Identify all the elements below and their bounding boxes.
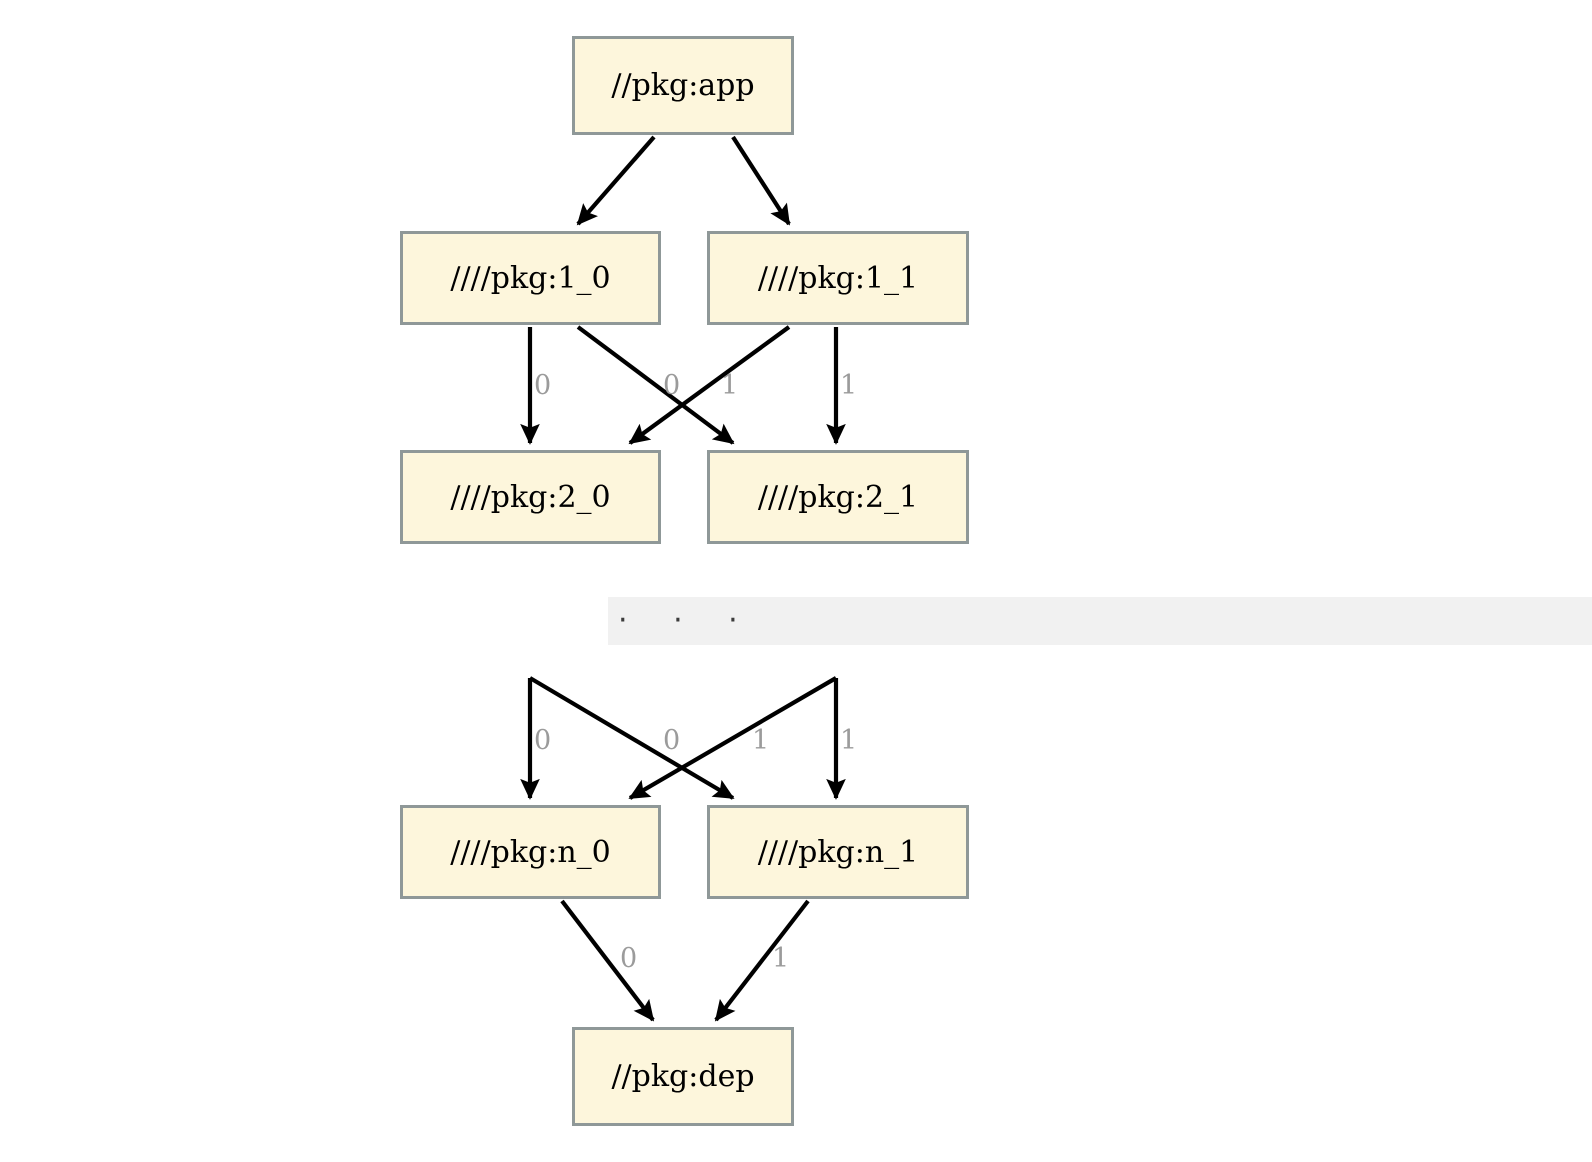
edge-app-to-1_1 [731, 135, 791, 226]
edge-label-1_1-to-2_1: 1 [840, 370, 858, 401]
node-label: //pkg:app [611, 68, 755, 103]
truncation-band: · · · [608, 597, 1592, 645]
ellipsis-dots: · · · [618, 603, 756, 638]
node-pkg-n_0[interactable]: ////pkg:n_0 [400, 805, 661, 899]
node-label: ////pkg:2_1 [757, 479, 919, 515]
edge-truncated-to-n_0-cross [628, 676, 838, 800]
node-pkg-dep[interactable]: //pkg:dep [572, 1027, 794, 1126]
edge-n_0-to-dep [560, 899, 655, 1022]
node-label: ////pkg:n_0 [450, 834, 611, 870]
node-pkg-1_1[interactable]: ////pkg:1_1 [707, 231, 969, 325]
edge-label-n_0-to-dep: 0 [620, 943, 638, 974]
node-pkg-n_1[interactable]: ////pkg:n_1 [707, 805, 969, 899]
edge-1_1-to-2_0 [628, 325, 791, 445]
edge-label-1_0-to-2_0: 0 [534, 370, 552, 401]
node-pkg-2_0[interactable]: ////pkg:2_0 [400, 450, 661, 544]
node-pkg-2_1[interactable]: ////pkg:2_1 [707, 450, 969, 544]
node-label: ////pkg:n_1 [757, 834, 919, 870]
node-label: ////pkg:1_1 [757, 260, 919, 296]
node-label: ////pkg:2_0 [450, 479, 611, 515]
edge-truncated-to-n_1-cross [528, 676, 735, 800]
edge-label-truncated-to-n_1-straight: 1 [840, 725, 858, 756]
edge-n_1-to-dep [714, 899, 810, 1022]
edge-label-n_1-to-dep: 1 [772, 943, 790, 974]
edge-label-truncated-to-n_0-straight: 0 [534, 725, 552, 756]
node-label: ////pkg:1_0 [450, 260, 611, 296]
edge-label-1_1-to-2_0: 1 [721, 370, 739, 401]
edge-label-1_0-to-2_1: 0 [663, 370, 681, 401]
edge-app-to-1_0 [576, 135, 656, 226]
edge-label-truncated-to-n_1-cross: 0 [663, 725, 681, 756]
node-label: //pkg:dep [611, 1059, 755, 1094]
edge-1_0-to-2_1 [576, 325, 735, 445]
node-pkg-1_0[interactable]: ////pkg:1_0 [400, 231, 661, 325]
edge-label-truncated-to-n_0-cross: 1 [752, 725, 770, 756]
node-pkg-app[interactable]: //pkg:app [572, 36, 794, 135]
